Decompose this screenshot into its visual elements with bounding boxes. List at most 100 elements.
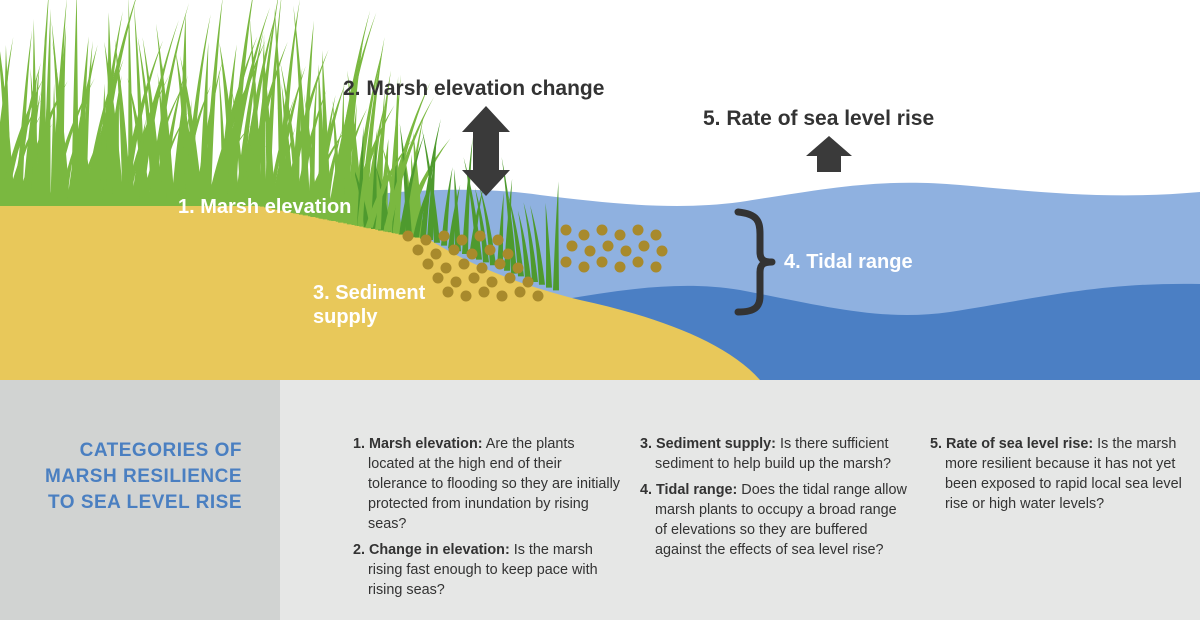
grass-blade — [110, 77, 121, 206]
sediment-dot — [412, 244, 424, 256]
sediment-dot — [578, 229, 590, 241]
sediment-dot — [596, 224, 608, 236]
sediment-dot — [496, 290, 508, 302]
grass-blade — [392, 154, 405, 234]
grass-blade — [96, 106, 120, 206]
grass-blade — [339, 81, 345, 223]
sediment-dot — [620, 245, 632, 257]
sediment-dot — [456, 234, 468, 246]
grass-blade — [277, 107, 292, 212]
sea-level-rise-up-arrow-icon — [806, 136, 852, 172]
sediment-dot — [430, 248, 442, 260]
grass-blade — [250, 144, 264, 207]
grass-blade — [158, 74, 185, 206]
category-column-1: 1. Marsh elevation: Are the plants locat… — [353, 434, 623, 606]
sediment-dot — [650, 261, 662, 273]
grass-blade — [150, 111, 189, 206]
category-description: Are the plants located at the high end o… — [368, 436, 620, 532]
sediment-dot — [602, 240, 614, 252]
grass-blade — [249, 18, 263, 207]
grass-blade — [530, 205, 545, 285]
sediment-dot — [478, 286, 490, 298]
category-item-sediment-supply: 3. Sediment supply: Is there sufficient … — [640, 434, 910, 474]
category-description: Does the tidal range allow marsh plants … — [655, 482, 907, 558]
label-rate-of-sea-level-rise: 5. Rate of sea level rise — [703, 107, 935, 130]
grass-blade — [462, 137, 473, 254]
sediment-dot — [420, 234, 432, 246]
sediment-dot — [650, 229, 662, 241]
grass-blade — [218, 70, 228, 206]
category-column-3: 5. Rate of sea level rise: Is the marsh … — [930, 434, 1195, 520]
category-description: Is the marsh rising fast enough to keep … — [368, 542, 598, 598]
grass-blade — [140, 83, 185, 206]
marsh-sediment-ground — [0, 205, 760, 380]
grass-blade — [375, 165, 391, 232]
grass-blade — [180, 55, 204, 207]
grass-blade — [303, 93, 318, 217]
sediment-dot — [584, 245, 596, 257]
grass-blade — [497, 192, 504, 268]
grass-blade — [127, 77, 152, 206]
sediment-dot — [484, 244, 496, 256]
grass-blade — [320, 129, 343, 219]
grass-blade — [131, 118, 147, 206]
grass-blade — [262, 49, 276, 209]
category-item-change-in-elevation: 2. Change in elevation: Is the marsh ris… — [353, 540, 623, 600]
sediment-dot — [578, 261, 590, 273]
sediment-dot — [438, 230, 450, 242]
grass-blade — [553, 181, 559, 291]
grass-blade — [375, 169, 385, 230]
sediment-dot — [560, 224, 572, 236]
grass-blade — [517, 210, 531, 280]
grass-blade — [235, 30, 264, 206]
grass-blade — [230, 144, 267, 206]
grass-blade — [279, 60, 303, 214]
category-term: 5. Rate of sea level rise: — [930, 436, 1094, 452]
grass-blade — [212, 80, 243, 206]
grass-blade — [281, 83, 295, 213]
grass-blade — [351, 161, 370, 228]
marsh-grass-front — [0, 57, 435, 234]
category-description: Is the marsh more resilient because it h… — [945, 436, 1182, 512]
grass-blade — [421, 127, 440, 243]
grass-blade — [79, 40, 93, 207]
category-item-tidal-range: 4. Tidal range: Does the tidal range all… — [640, 480, 910, 560]
sediment-dot — [402, 230, 414, 242]
elevation-change-double-arrow-icon — [462, 106, 510, 196]
sediment-dot — [460, 290, 472, 302]
sediment-dot — [440, 262, 452, 274]
label-tidal-range: 4. Tidal range — [784, 251, 913, 273]
sediment-dot — [632, 256, 644, 268]
grass-blade — [347, 103, 357, 225]
sediment-dot — [656, 245, 668, 257]
grass-blade — [135, 19, 179, 207]
sediment-dot — [596, 256, 608, 268]
grass-blade — [501, 157, 517, 274]
sediment-dot — [512, 262, 524, 274]
label-marsh-elevation: 1. Marsh elevation — [178, 196, 352, 218]
sediment-dot — [502, 248, 514, 260]
sediment-dot — [614, 261, 626, 273]
grass-blade — [30, 68, 40, 206]
category-term: 4. Tidal range: — [640, 482, 738, 498]
grass-blade — [307, 73, 318, 217]
grass-blade — [508, 195, 524, 277]
category-term: 2. Change in elevation: — [353, 542, 510, 558]
category-item-marsh-elevation: 1. Marsh elevation: Are the plants locat… — [353, 434, 623, 534]
sediment-particles — [402, 224, 668, 302]
grass-blade — [127, 0, 135, 206]
grass-blade — [123, 74, 170, 206]
category-term: 1. Marsh elevation: — [353, 436, 483, 452]
grass-blade — [0, 99, 42, 206]
sediment-dot — [468, 272, 480, 284]
sediment-dot — [566, 240, 578, 252]
category-description: Is there sufficient sediment to help bui… — [655, 436, 891, 472]
sediment-dot — [466, 248, 478, 260]
grass-blade — [399, 123, 412, 236]
grass-blade — [114, 39, 132, 206]
sediment-dot — [432, 272, 444, 284]
grass-blade — [35, 0, 49, 206]
sediment-dot — [614, 229, 626, 241]
sediment-dot — [532, 290, 544, 302]
